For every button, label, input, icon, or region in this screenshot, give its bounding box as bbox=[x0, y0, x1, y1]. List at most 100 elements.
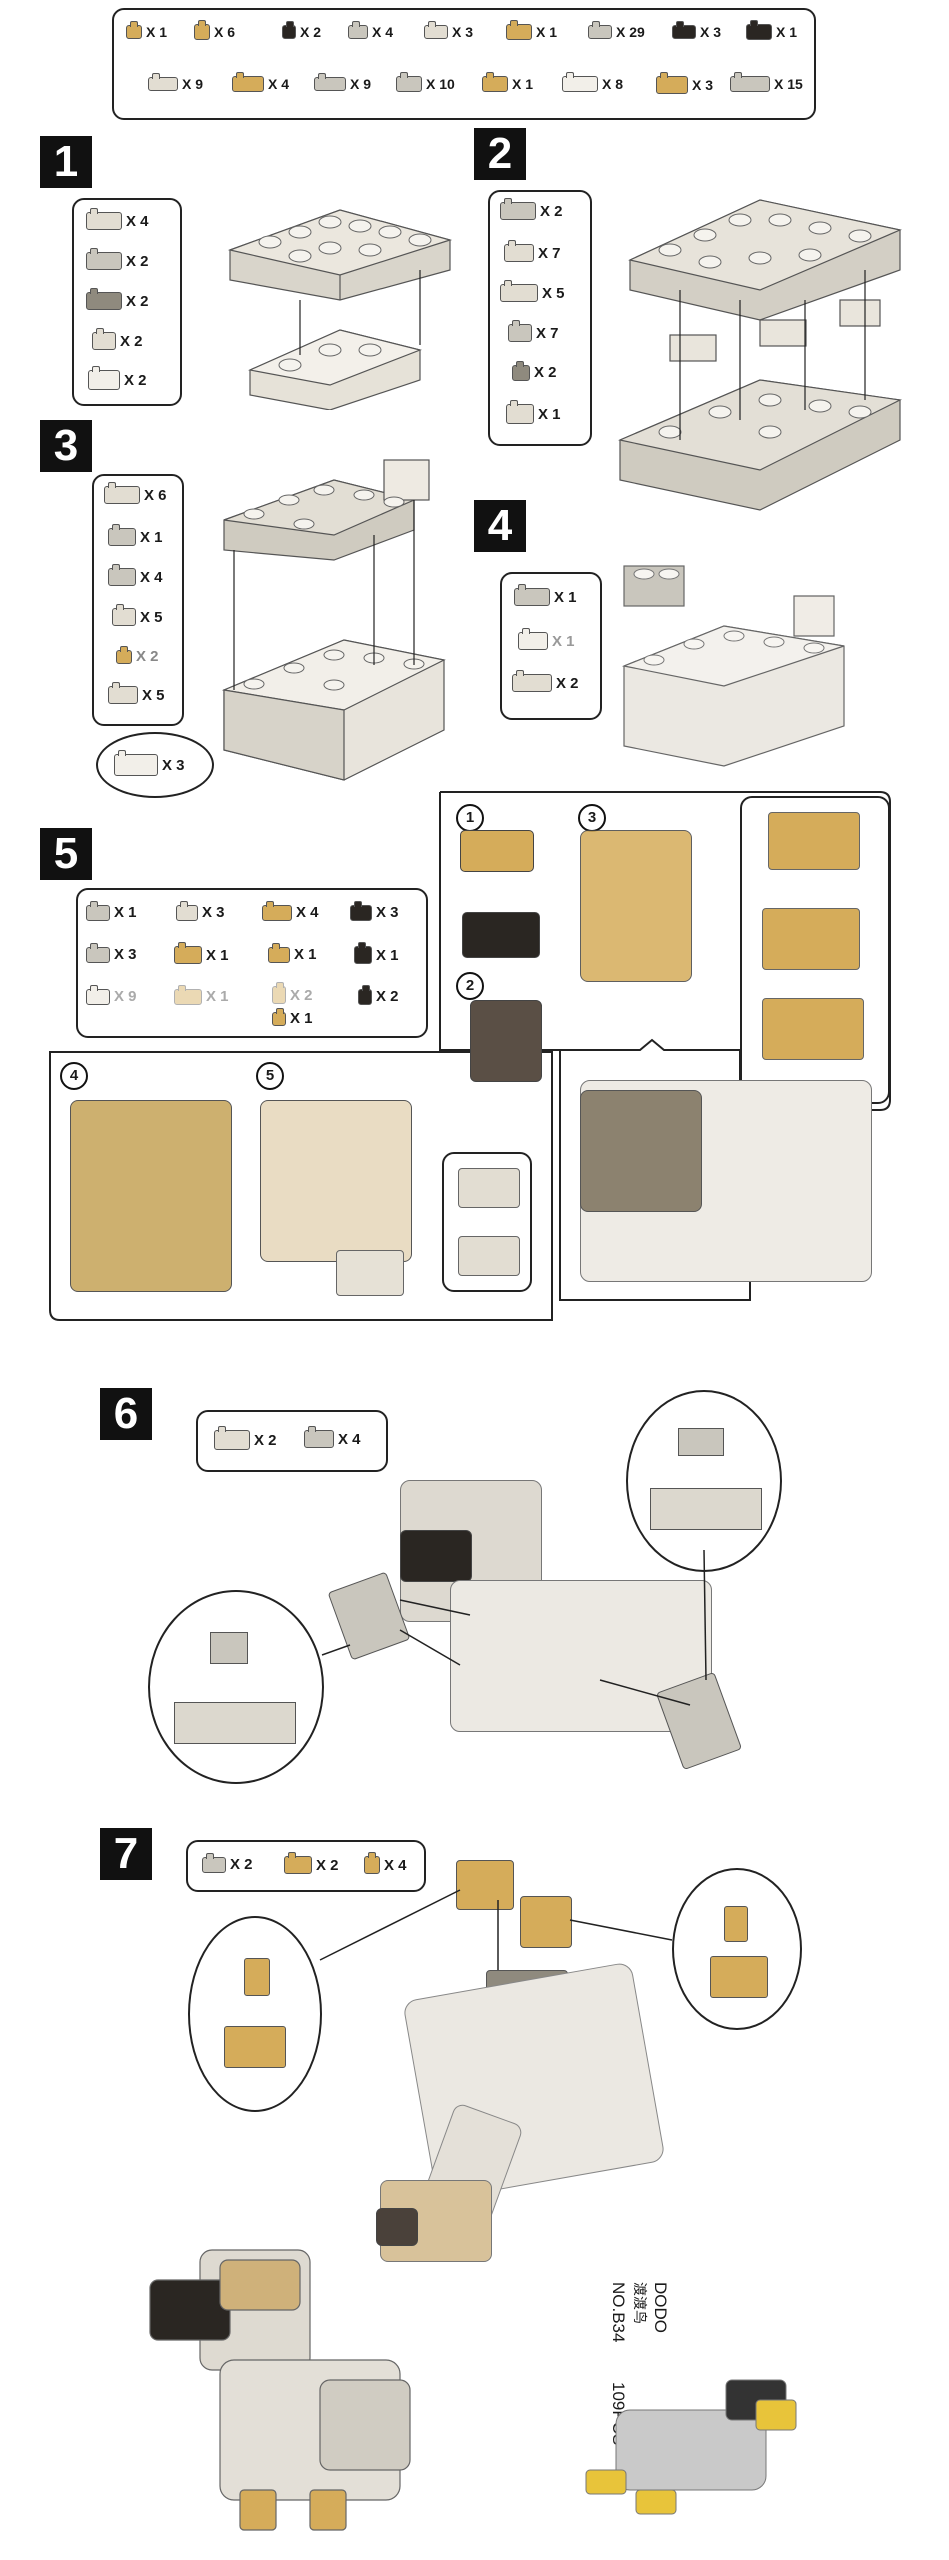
brick-icon bbox=[108, 564, 136, 586]
brick-icon bbox=[148, 73, 178, 91]
step-part: X 7 bbox=[504, 240, 561, 262]
inv-part: X 10 bbox=[396, 72, 455, 92]
step-part: X 4 bbox=[108, 564, 163, 586]
step-part: X 2 bbox=[202, 1852, 253, 1873]
beak-piece bbox=[400, 1530, 472, 1582]
brick-icon bbox=[314, 73, 346, 91]
brick-icon bbox=[504, 240, 534, 262]
brick-icon bbox=[518, 628, 548, 650]
brick-icon bbox=[272, 982, 286, 1004]
step7-parts: X 2 X 2 X 4 bbox=[186, 1840, 426, 1892]
step-part: X 2 bbox=[500, 198, 563, 220]
brick-stack bbox=[762, 998, 864, 1060]
step-number: 6 bbox=[100, 1388, 152, 1440]
brick-icon bbox=[500, 280, 538, 302]
step-number: 2 bbox=[474, 128, 526, 180]
brick-icon bbox=[108, 524, 136, 546]
brick-icon bbox=[194, 20, 210, 40]
brick-piece bbox=[174, 1702, 296, 1744]
brick-icon bbox=[86, 900, 110, 921]
step-number: 1 bbox=[40, 136, 92, 188]
inv-part: X 6 bbox=[194, 20, 235, 40]
brick-piece bbox=[710, 1956, 768, 1998]
inv-part: X 9 bbox=[314, 73, 371, 92]
brick-icon bbox=[86, 248, 122, 270]
brick-icon bbox=[500, 198, 536, 220]
brick-piece bbox=[336, 1250, 404, 1296]
brick-piece bbox=[650, 1488, 762, 1530]
step-part: X 2 bbox=[86, 288, 149, 310]
step-part: X 3 bbox=[350, 900, 399, 921]
parts-inventory: X 1 X 6 X 2 X 4 X 3 X 1 X 29 X 3 X 1 X 9… bbox=[112, 8, 816, 120]
foot-piece bbox=[520, 1896, 572, 1948]
brick-icon bbox=[86, 288, 122, 310]
step7-detail-left bbox=[188, 1916, 322, 2112]
step-part: X 2 bbox=[272, 982, 313, 1004]
brick-icon bbox=[202, 1852, 226, 1873]
step-part: X 3 bbox=[86, 942, 137, 963]
step7-detail-right bbox=[672, 1868, 802, 2030]
step-part: X 1 bbox=[86, 900, 137, 921]
step7-leader-lines bbox=[319, 1889, 673, 1970]
brick-stack bbox=[768, 812, 860, 870]
brick-icon bbox=[482, 72, 508, 92]
step2-parts: X 2 X 7 X 5 X 7 X 2 X 1 bbox=[488, 190, 592, 446]
step-part: X 2 bbox=[358, 984, 399, 1005]
brick-icon bbox=[114, 750, 158, 776]
brick-piece bbox=[244, 1958, 270, 1996]
brick-icon bbox=[268, 942, 290, 963]
step-part: X 4 bbox=[86, 208, 149, 230]
brick-icon bbox=[506, 400, 534, 424]
brick-icon bbox=[112, 604, 136, 626]
step-part: X 4 bbox=[262, 900, 319, 921]
step-part: X 1 bbox=[174, 942, 229, 964]
brick-piece bbox=[210, 1632, 248, 1664]
brick-icon bbox=[730, 72, 770, 92]
substep-number: 1 bbox=[456, 804, 484, 832]
inv-part: X 4 bbox=[348, 21, 393, 40]
brick-piece bbox=[724, 1906, 748, 1942]
brick-icon bbox=[514, 584, 550, 606]
brick-icon bbox=[396, 72, 422, 92]
brick-icon bbox=[656, 72, 688, 94]
inv-part: X 8 bbox=[562, 72, 623, 92]
step6-parts: X 2 X 4 bbox=[196, 1410, 388, 1472]
beak-assembly bbox=[260, 1100, 412, 1262]
step-part: X 2 bbox=[512, 670, 579, 692]
head-assembly bbox=[580, 830, 692, 982]
inv-part: X 3 bbox=[672, 21, 721, 40]
brick-icon bbox=[86, 208, 122, 230]
step1-parts: X 4 X 2 X 2 X 2 X 2 bbox=[72, 198, 182, 406]
step3-model bbox=[221, 459, 446, 781]
step4-parts: X 1 X 1 X 2 bbox=[500, 572, 602, 720]
step-part: X 1 bbox=[108, 524, 163, 546]
step-number: 5 bbox=[40, 828, 92, 880]
brick-icon bbox=[86, 984, 110, 1005]
step-number: 4 bbox=[474, 500, 526, 552]
brick-icon bbox=[358, 984, 372, 1005]
inv-part: X 15 bbox=[730, 72, 803, 92]
brick-icon bbox=[88, 366, 120, 390]
brick-icon bbox=[588, 21, 612, 39]
step4-model bbox=[621, 565, 845, 767]
step-part: X 2 bbox=[284, 1852, 339, 1874]
foot-piece bbox=[456, 1860, 514, 1910]
product-photo bbox=[585, 2379, 797, 2515]
step-part: X 5 bbox=[500, 280, 565, 302]
brick-icon bbox=[672, 21, 696, 39]
brick-icon bbox=[348, 21, 368, 39]
brick-icon bbox=[282, 21, 296, 39]
product-code: NO.B34 bbox=[609, 2282, 628, 2343]
brick-piece bbox=[458, 1236, 520, 1276]
brick-icon bbox=[262, 900, 292, 921]
head-piece bbox=[462, 912, 540, 958]
brick-icon bbox=[506, 20, 532, 40]
step5-detail-box bbox=[442, 1152, 532, 1292]
brick-icon bbox=[174, 984, 202, 1005]
brick-icon bbox=[562, 72, 598, 92]
step-part: X 3 bbox=[114, 750, 185, 776]
step6-leader-lines bbox=[321, 1549, 707, 1706]
substep-number: 4 bbox=[60, 1062, 88, 1090]
brick-stack bbox=[762, 908, 860, 970]
bird-head bbox=[580, 1090, 702, 1212]
